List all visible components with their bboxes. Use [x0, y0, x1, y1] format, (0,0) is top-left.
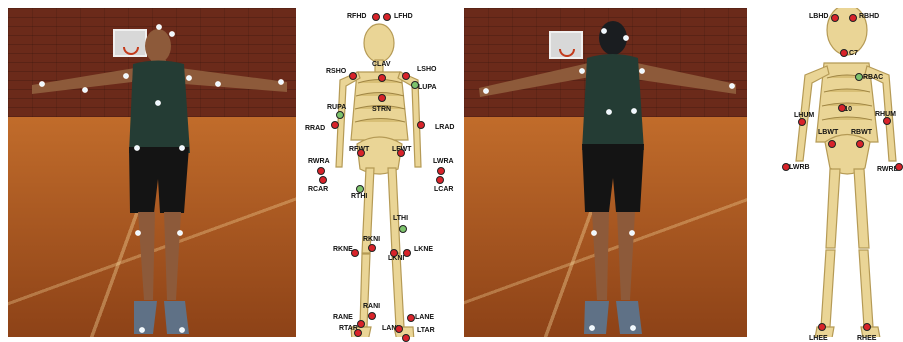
back-marker-lbwt: [828, 140, 836, 148]
back-label-lbhd: LBHD: [809, 13, 828, 20]
front-label-lsho: LSHO: [417, 66, 436, 73]
front-label-rani: RANI: [363, 303, 380, 310]
front-marker-rfhd: [372, 13, 380, 21]
front-marker-rsho: [349, 72, 357, 80]
front-marker-rupa: [336, 111, 344, 119]
front-label-lane: LANE: [415, 314, 434, 321]
back-marker-rbac: [855, 73, 863, 81]
back-photo: [464, 8, 747, 337]
front-marker-lfhd: [383, 13, 391, 21]
front-skeleton-panel: RFHD LFHD CLAV RSHO LSHO LUPA RUPA STRN …: [296, 8, 458, 337]
front-label-strn: STRN: [372, 106, 391, 113]
front-marker-lwra: [437, 167, 445, 175]
front-marker-lani: [395, 325, 403, 333]
front-marker-lupa: [411, 81, 419, 89]
back-marker-c7: [840, 49, 848, 57]
front-marker-strn: [378, 94, 386, 102]
back-marker-t10: [838, 104, 846, 112]
front-marker-lrad: [417, 121, 425, 129]
front-marker-rrad: [331, 121, 339, 129]
front-marker-lkne: [403, 249, 411, 257]
front-label-lcar: LCAR: [434, 186, 453, 193]
back-label-lbwt: LBWT: [818, 129, 838, 136]
front-label-lrad: LRAD: [435, 124, 454, 131]
back-marker-rbhd: [849, 14, 857, 22]
front-label-rwra: RWRA: [308, 158, 330, 165]
front-label-lfhd: LFHD: [394, 13, 413, 20]
front-label-lwra: LWRA: [433, 158, 454, 165]
front-marker-rani: [368, 312, 376, 320]
back-label-rhee: RHEE: [857, 335, 876, 342]
back-label-c7: C7: [849, 50, 858, 57]
back-marker-rwrb: [895, 163, 903, 171]
front-marker-rane: [357, 320, 365, 328]
front-label-rkne: RKNE: [333, 246, 353, 253]
front-marker-lcar: [436, 176, 444, 184]
front-label-rrad: RRAD: [305, 125, 325, 132]
back-label-lhee: LHEE: [809, 335, 828, 342]
front-label-rsho: RSHO: [326, 68, 346, 75]
back-marker-rhum: [883, 117, 891, 125]
front-label-clav: CLAV: [372, 61, 391, 68]
front-marker-rfwt: [357, 149, 365, 157]
front-label-lthi: LTHI: [393, 215, 408, 222]
front-marker-lfwt: [397, 149, 405, 157]
back-marker-lhee: [818, 323, 826, 331]
front-person: [8, 8, 296, 337]
front-marker-rthi: [356, 185, 364, 193]
front-marker-rtar: [354, 329, 362, 337]
front-marker-lsho: [402, 72, 410, 80]
back-marker-lbhd: [831, 14, 839, 22]
back-marker-rbwt: [856, 140, 864, 148]
back-label-rbwt: RBWT: [851, 129, 872, 136]
front-marker-lthi: [399, 225, 407, 233]
front-label-rfhd: RFHD: [347, 13, 366, 20]
front-label-rkni: RKNI: [363, 236, 380, 243]
front-marker-rwra: [317, 167, 325, 175]
front-marker-lane: [407, 314, 415, 322]
front-label-rane: RANE: [333, 314, 353, 321]
back-marker-lhum: [798, 118, 806, 126]
back-label-lwrb: LWRB: [789, 164, 810, 171]
back-label-rbhd: RBHD: [859, 13, 879, 20]
front-label-rupa: RUPA: [327, 104, 346, 111]
front-marker-lkni: [390, 249, 398, 257]
front-marker-rcar: [319, 176, 327, 184]
front-marker-clav: [378, 74, 386, 82]
back-label-rbac: RBAC: [863, 74, 883, 81]
back-skeleton-panel: LBHD RBHD C7 RBAC LHUM T10 RHUM LBWT RBW…: [747, 8, 903, 337]
back-person: [464, 8, 747, 337]
front-label-lkne: LKNE: [414, 246, 433, 253]
front-marker-ltar: [402, 334, 410, 342]
front-photo: [8, 8, 296, 337]
front-label-lupa: LUPA: [418, 84, 437, 91]
back-marker-rhee: [863, 323, 871, 331]
front-marker-rkne: [351, 249, 359, 257]
front-label-rthi: RTHI: [351, 193, 367, 200]
front-marker-rkni: [368, 244, 376, 252]
front-label-ltar: LTAR: [417, 327, 435, 334]
back-marker-lwrb: [782, 163, 790, 171]
front-label-rcar: RCAR: [308, 186, 328, 193]
